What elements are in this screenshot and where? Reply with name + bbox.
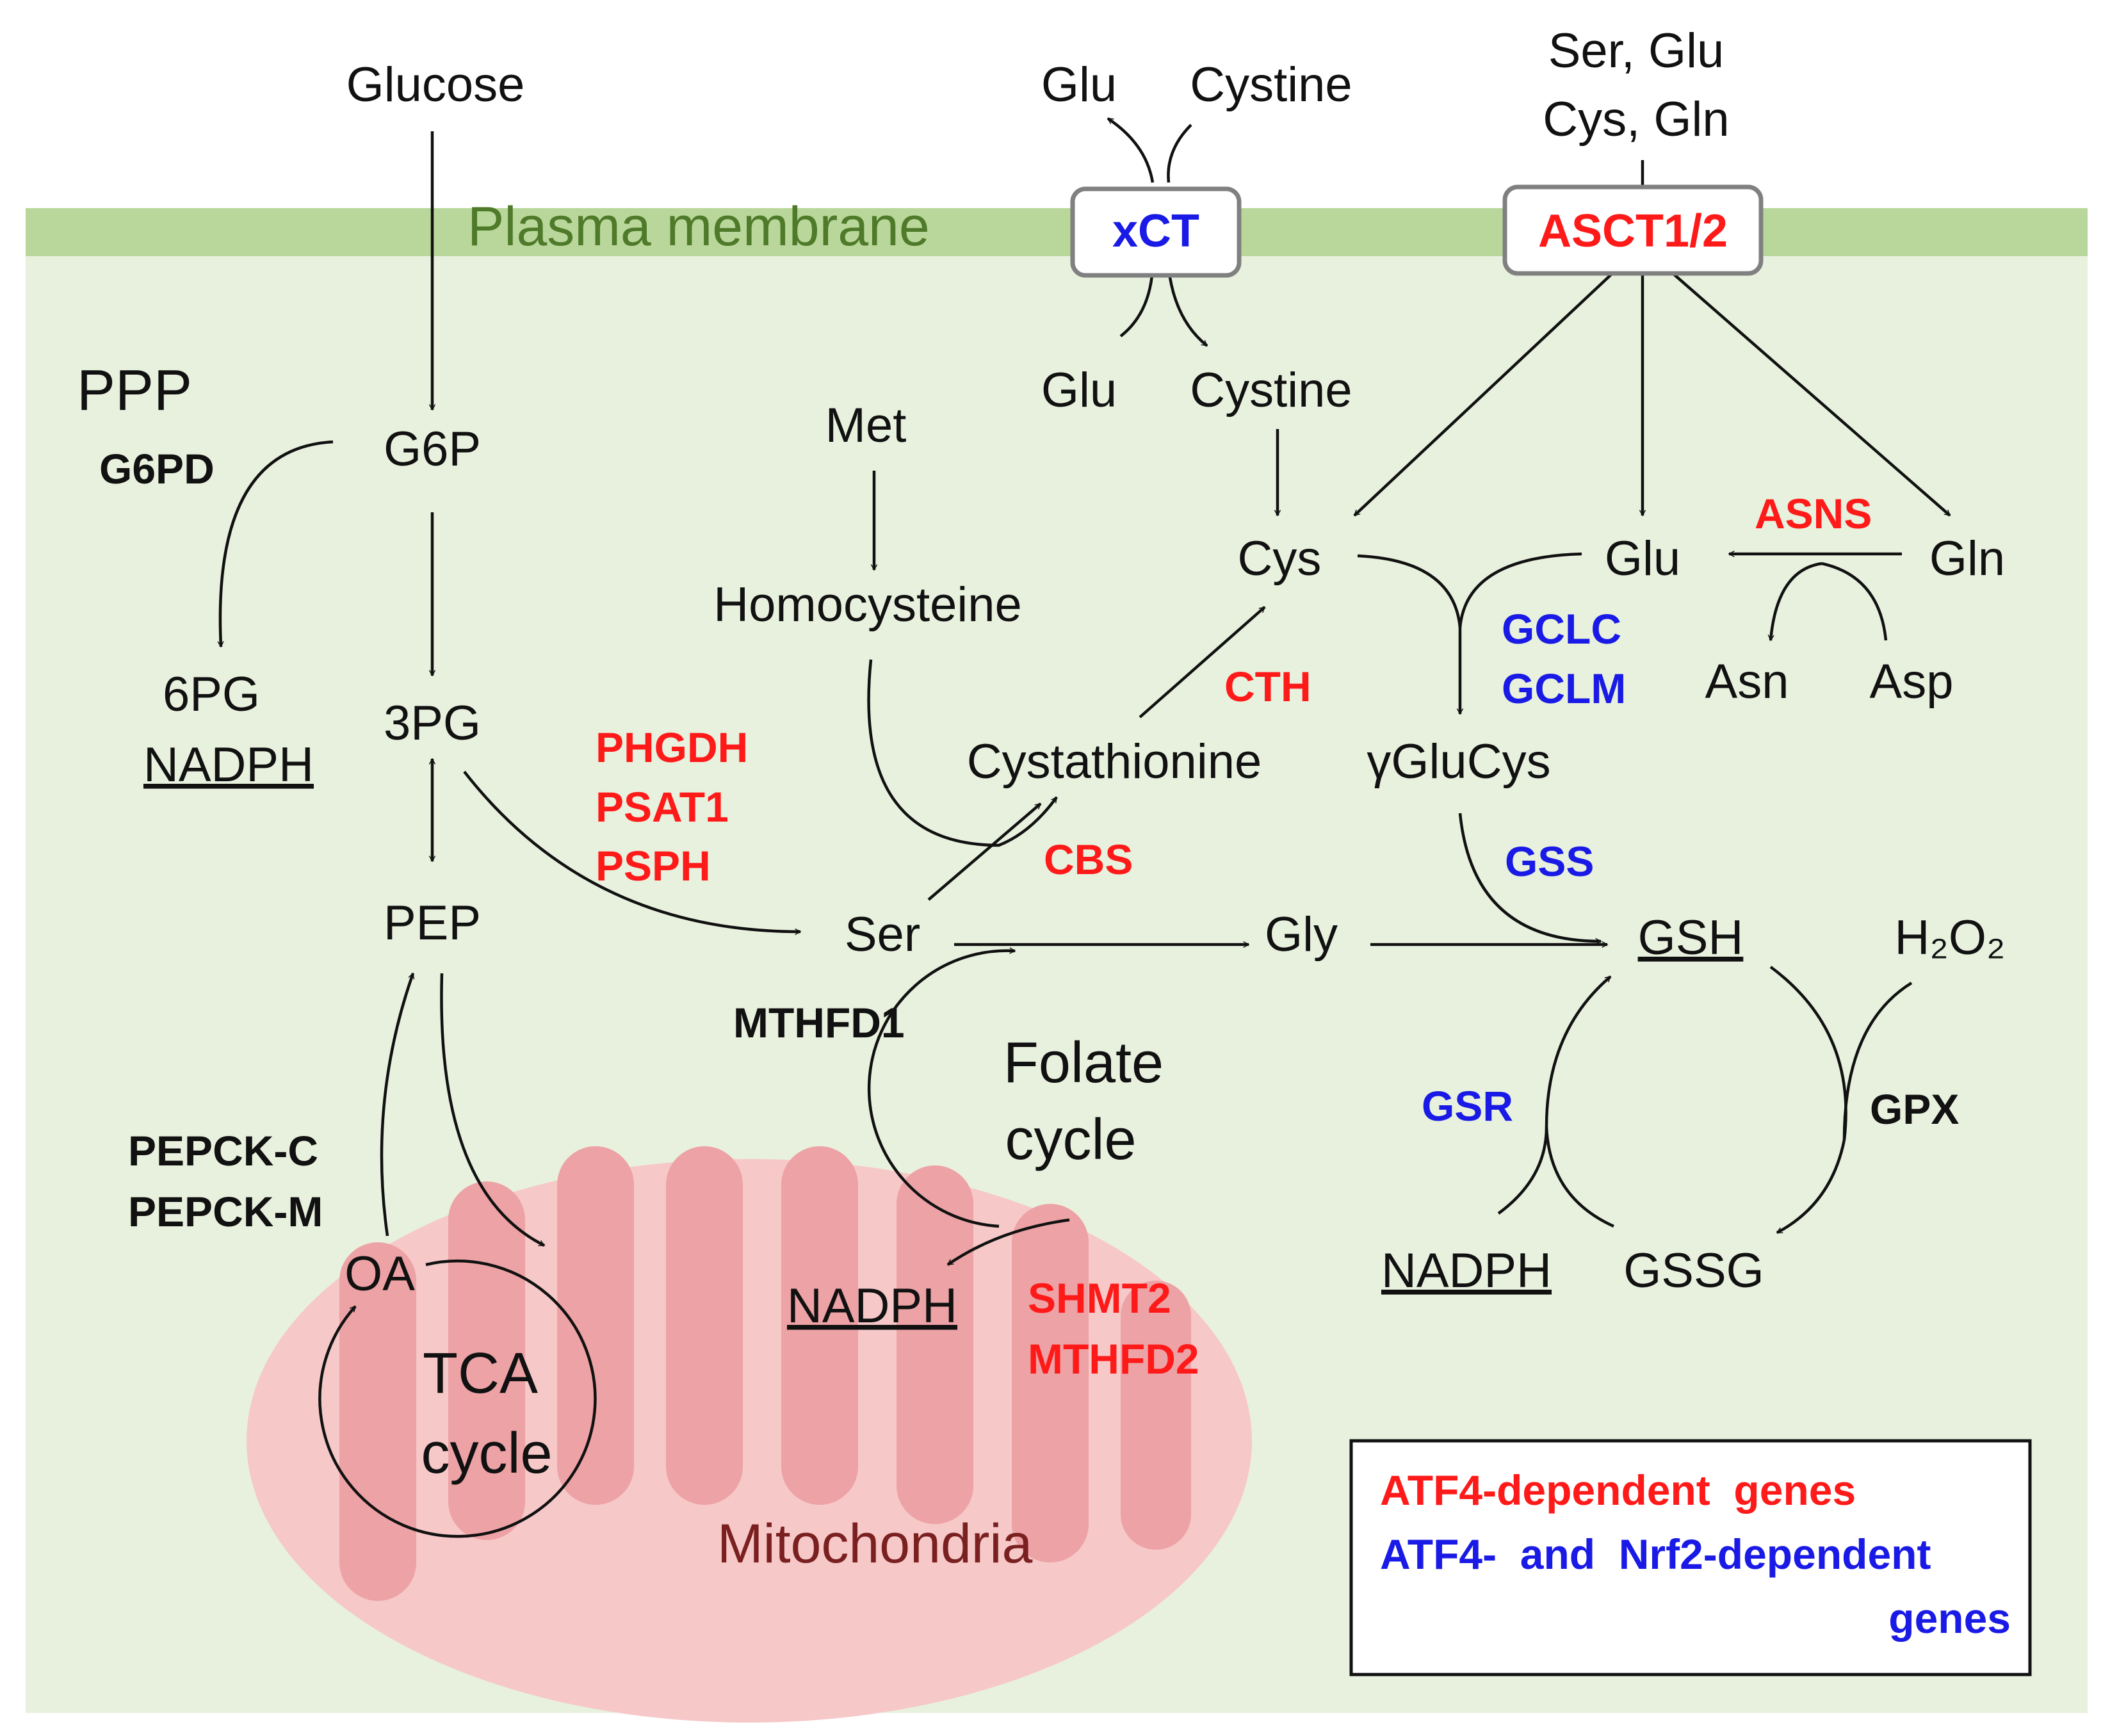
nadph-ppp-label: NADPH <box>143 738 314 792</box>
folate-label-2: cycle <box>1005 1108 1136 1172</box>
arrows <box>217 117 1951 1538</box>
nadph-gsh-label: NADPH <box>1381 1244 1552 1298</box>
g6p-label: G6P <box>384 422 481 476</box>
gly-label: Gly <box>1265 907 1338 962</box>
asct-substrates-line1: Ser, Glu <box>1548 24 1725 78</box>
xct-transporter: xCT <box>1070 186 1242 278</box>
folate-label-1: Folate <box>1003 1031 1164 1095</box>
gclm-label: GCLM <box>1502 665 1626 712</box>
pepck-m-label: PEPCK-M <box>128 1188 323 1235</box>
gssg-label: GSSG <box>1623 1244 1764 1298</box>
pep-label: PEP <box>384 896 481 950</box>
ser-label: Ser <box>845 907 920 962</box>
psat1-label: PSAT1 <box>596 783 729 831</box>
met-label: Met <box>825 398 907 453</box>
glu-label: Glu <box>1605 531 1680 586</box>
glu-out-label: Glu <box>1041 58 1117 112</box>
g6pd-label: G6PD <box>99 445 215 492</box>
3pg-label: 3PG <box>384 696 481 750</box>
cystine-out-label: Cystine <box>1190 58 1352 112</box>
nadph-mito-label: NADPH <box>787 1279 957 1333</box>
tca-label-2: cycle <box>421 1422 552 1486</box>
cbs-label: CBS <box>1044 836 1133 883</box>
plasma-membrane-label: Plasma membrane <box>467 196 930 257</box>
glucose-label: Glucose <box>346 58 525 112</box>
legend-atf4: ATF4-dependent genes <box>1380 1466 1856 1514</box>
asct-substrates-line2: Cys, Gln <box>1543 92 1729 147</box>
xct-label: xCT <box>1112 206 1199 257</box>
asp-label: Asp <box>1870 654 1954 709</box>
cystine-in-label: Cystine <box>1190 363 1352 418</box>
legend: ATF4-dependent genes ATF4- and Nrf2-depe… <box>1349 1439 2032 1676</box>
mthfd1-label: MTHFD1 <box>733 999 905 1046</box>
legend-atf4-nrf2-line2: genes <box>1888 1594 2011 1642</box>
gss-label: GSS <box>1505 838 1594 885</box>
shmt2-label: SHMT2 <box>1028 1274 1171 1322</box>
enzymes: G6PD PEPCK-C PEPCK-M PHGDH PSAT1 PSPH MT… <box>99 445 1959 1383</box>
legend-atf4-nrf2: ATF4- and Nrf2-dependent <box>1380 1530 1931 1578</box>
asns-label: ASNS <box>1755 490 1872 537</box>
homocysteine-label: Homocysteine <box>713 578 1022 632</box>
oa-label: OA <box>345 1247 415 1301</box>
ppp-label: PPP <box>77 359 192 423</box>
plasma-membrane <box>26 208 2088 256</box>
gsh-label: GSH <box>1638 911 1744 965</box>
phgdh-label: PHGDH <box>596 724 748 771</box>
h2o2-label: H₂O₂ <box>1894 911 2005 965</box>
metabolites: Glucose G6P PPP 6PG NADPH 3PG PEP OA TCA… <box>77 24 2006 1486</box>
gln-label: Gln <box>1929 531 2005 586</box>
mitochondria: Mitochondria <box>247 1146 1252 1723</box>
mthfd2-label: MTHFD2 <box>1028 1335 1199 1383</box>
mitochondria-label: Mitochondria <box>717 1513 1033 1575</box>
glu-in-label: Glu <box>1041 363 1117 418</box>
gpx-label: GPX <box>1870 1085 1959 1133</box>
asct-transporter: ASCT1/2 <box>1502 184 1764 276</box>
asct-label: ASCT1/2 <box>1538 206 1728 257</box>
psph-label: PSPH <box>596 842 711 889</box>
gsr-label: GSR <box>1422 1082 1513 1130</box>
gglucys-label: γGluCys <box>1367 734 1550 789</box>
tca-label-1: TCA <box>423 1342 538 1406</box>
6pg-label: 6PG <box>163 667 260 722</box>
cystathionine-label: Cystathionine <box>967 734 1262 789</box>
pepck-c-label: PEPCK-C <box>128 1127 318 1174</box>
asn-label: Asn <box>1705 654 1789 709</box>
gclc-label: GCLC <box>1502 605 1621 653</box>
cth-label: CTH <box>1224 663 1311 710</box>
cys-label: Cys <box>1238 531 1322 586</box>
